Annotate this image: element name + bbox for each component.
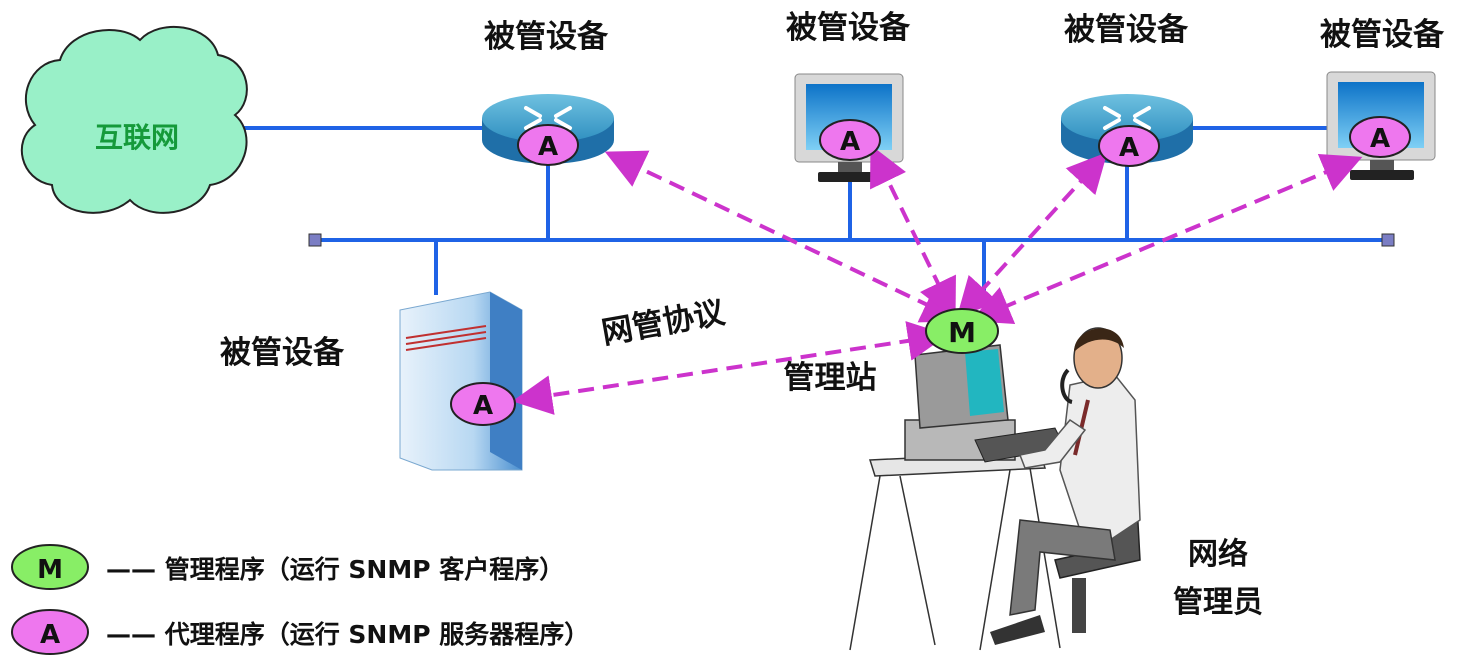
server-icon xyxy=(399,291,523,471)
admin-label-line1: 网络 xyxy=(1188,537,1248,572)
arrow-to-monitor-1 xyxy=(870,144,956,320)
station-label: 管理站 xyxy=(784,360,877,396)
legend-manager-text: —— 管理程序（运行 SNMP 客户程序） xyxy=(106,555,564,584)
svg-text:A: A xyxy=(840,127,860,157)
router-icon xyxy=(482,94,614,164)
bus-terminator-right xyxy=(1381,233,1395,247)
arrow-to-server xyxy=(512,321,948,415)
agent-badge: A xyxy=(450,382,516,426)
svg-text:A: A xyxy=(538,132,558,162)
managed-device-label: 被管设备 xyxy=(786,10,911,46)
legend-agent-text: —— 代理程序（运行 SNMP 服务器程序） xyxy=(106,620,589,649)
agent-badge: A xyxy=(517,124,579,166)
agent-badge: A xyxy=(1098,125,1160,167)
agent-badge: A xyxy=(819,119,881,161)
manager-badge: M xyxy=(925,308,999,354)
management-station xyxy=(849,327,1141,651)
internet-label: 互联网 xyxy=(95,121,179,154)
agent-badge: A xyxy=(1349,116,1411,158)
protocol-arrows xyxy=(512,144,1363,415)
managed-device-label: 被管设备 xyxy=(1320,17,1445,53)
managed-device-label: 被管设备 xyxy=(220,335,345,371)
arrow-to-monitor-2 xyxy=(970,153,1363,325)
arrow-to-router-1 xyxy=(604,150,963,323)
legend-manager: M —— 管理程序（运行 SNMP 客户程序） xyxy=(11,544,564,590)
svg-text:M: M xyxy=(37,555,63,585)
legend: M —— 管理程序（运行 SNMP 客户程序） A —— 代理程序（运行 SNM… xyxy=(11,544,589,655)
admin-label-line2: 管理员 xyxy=(1173,585,1263,620)
protocol-label: 网管协议 xyxy=(599,294,728,351)
managed-device-label: 被管设备 xyxy=(1064,12,1189,48)
managed-device-label: 被管设备 xyxy=(484,19,609,55)
bus-terminator-left xyxy=(308,233,322,247)
svg-text:M: M xyxy=(948,316,976,349)
legend-agent: A —— 代理程序（运行 SNMP 服务器程序） xyxy=(11,609,589,655)
svg-text:A: A xyxy=(40,620,60,650)
svg-text:A: A xyxy=(473,391,493,421)
svg-text:A: A xyxy=(1119,133,1139,163)
internet-cloud xyxy=(20,25,248,214)
arrow-to-router-2 xyxy=(956,152,1108,318)
svg-text:A: A xyxy=(1370,124,1390,154)
